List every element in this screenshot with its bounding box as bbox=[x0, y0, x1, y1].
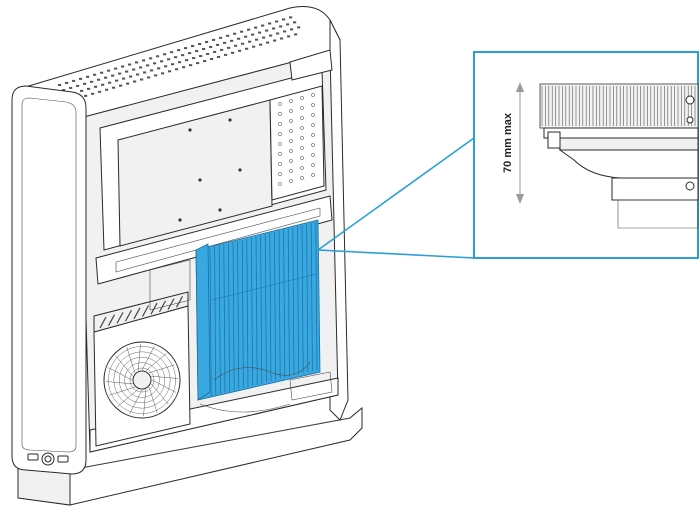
inset-detail: 70 mm max bbox=[473, 51, 699, 259]
gpu-backplate-holes bbox=[178, 93, 315, 222]
case-stand bbox=[17, 406, 363, 506]
top-vent bbox=[58, 16, 301, 101]
front-panel bbox=[11, 85, 87, 475]
power-button-icon[interactable] bbox=[41, 452, 55, 466]
usb-port-icon bbox=[57, 455, 69, 463]
cooler-fins bbox=[209, 221, 318, 397]
usb-port-icon bbox=[27, 453, 39, 461]
inset-cooler-fins bbox=[539, 83, 699, 129]
power-supply bbox=[93, 291, 191, 447]
cpu-cooler-highlighted bbox=[195, 219, 321, 401]
measurement-label: 70 mm max bbox=[502, 112, 514, 173]
psu-fan-icon bbox=[103, 341, 181, 419]
callout-lines bbox=[317, 137, 475, 259]
front-io bbox=[27, 452, 69, 466]
cables bbox=[149, 259, 333, 413]
graphics-card: Fractal bbox=[95, 49, 333, 285]
height-measurement-arrow bbox=[516, 82, 524, 204]
